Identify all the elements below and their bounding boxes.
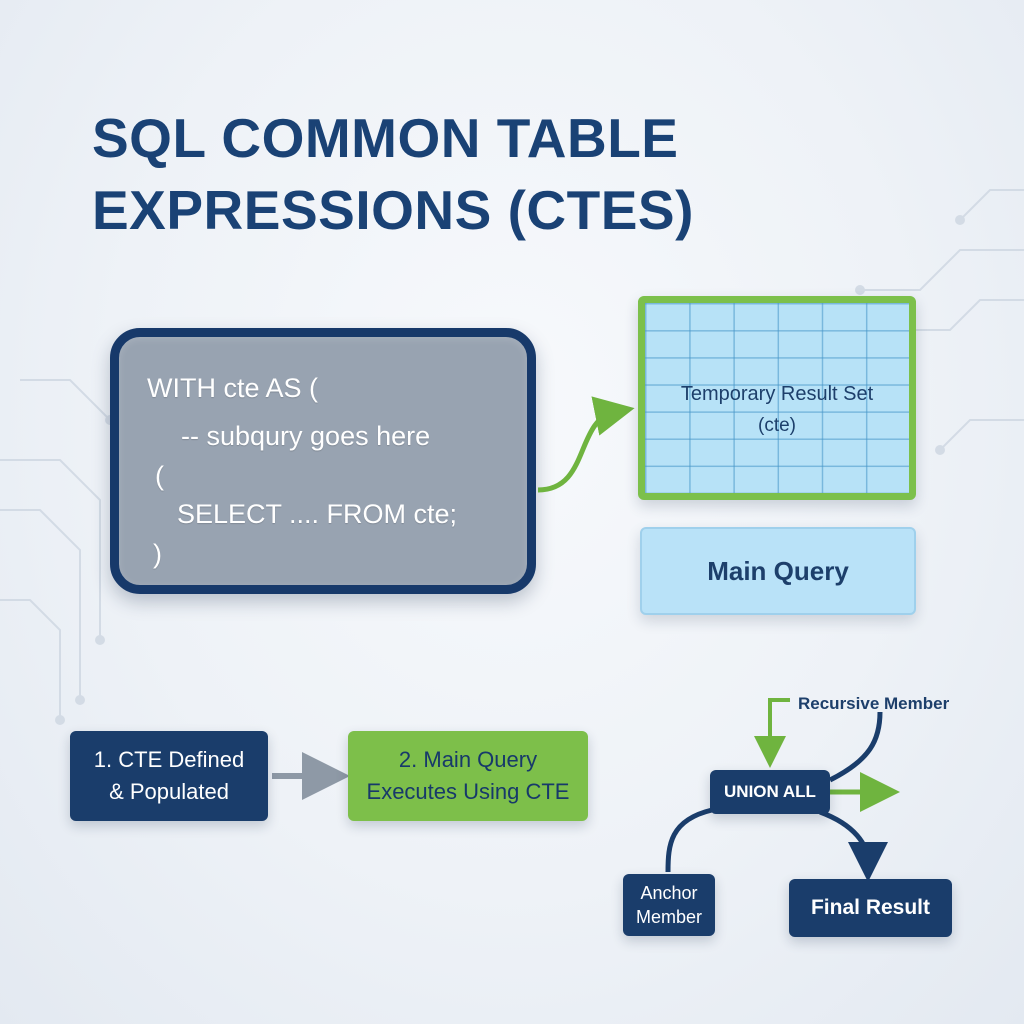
title-line-2: EXPRESSIONS (CTES)	[92, 179, 694, 241]
step-2-line-2: Executes Using CTE	[366, 779, 570, 804]
final-result-arrow	[819, 809, 888, 882]
final-result-box: Final Result	[789, 879, 952, 937]
title-line-1: SQL COMMON TABLE	[92, 107, 679, 169]
step-2-box: 2. Main Query Executes Using CTE	[348, 731, 588, 821]
recursive-loop-line	[828, 711, 883, 783]
step-2-line-1: 2. Main Query	[398, 747, 538, 772]
step-1-box: 1. CTE Defined & Populated	[70, 731, 268, 821]
temporary-result-sub: (cte)	[758, 415, 796, 436]
cte-to-result-arrow	[537, 396, 635, 493]
anchor-line-1: Anchor	[640, 883, 698, 903]
code-line-with: WITH cte AS (	[147, 373, 319, 403]
anchor-member-box: Anchor Member	[623, 874, 715, 936]
code-line-comment: -- subqury goes here	[181, 421, 431, 451]
code-line-select: SELECT .... FROM cte;	[177, 499, 458, 529]
cte-code-box: WITH cte AS ( -- subqury goes here ( SEL…	[110, 328, 536, 594]
recursive-member-arrow	[754, 698, 790, 768]
temporary-result-set: Temporary Result Set (cte)	[638, 296, 916, 500]
code-line-close-paren: )	[153, 539, 162, 569]
page-title: SQL COMMON TABLE EXPRESSIONS (CTES)	[92, 102, 852, 246]
union-all-box: UNION ALL	[710, 770, 830, 814]
recursive-member-label: Recursive Member	[798, 694, 950, 713]
step-1-line-1: 1. CTE Defined	[93, 747, 245, 772]
temporary-result-label: Temporary Result Set	[680, 383, 874, 405]
anchor-line-2: Member	[635, 907, 702, 927]
step-1-line-2: & Populated	[109, 779, 229, 804]
code-line-open-paren: (	[155, 461, 164, 491]
main-query-box: Main Query	[640, 527, 916, 615]
anchor-connector	[665, 807, 713, 873]
